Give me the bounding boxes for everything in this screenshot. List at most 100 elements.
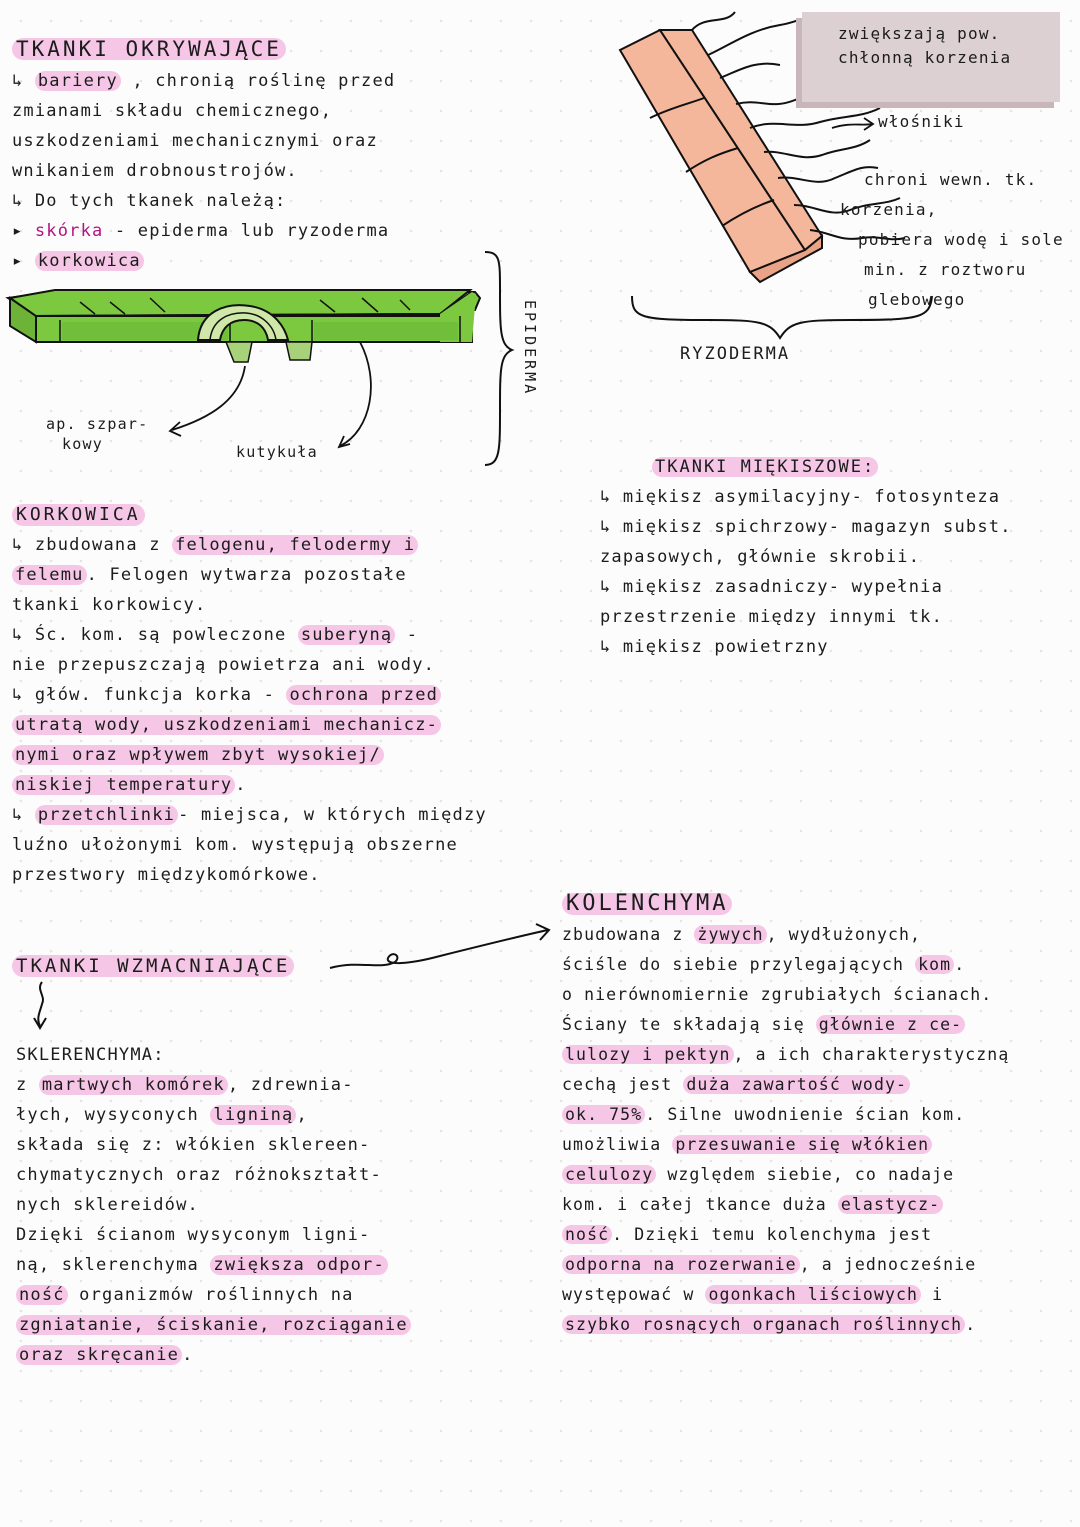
- highlight: lulozy i pektyn: [562, 1045, 734, 1064]
- text-line: łych, wysyconych: [16, 1105, 211, 1125]
- text-line: wnikaniem drobnoustrojów.: [12, 161, 298, 181]
- text-line: kom. i całej tkance duża: [562, 1195, 838, 1214]
- text-line: ↳ Do tych tkanek należą:: [12, 191, 287, 211]
- okrywajace-title: TKANKI OKRYWAJĄCE: [12, 38, 286, 60]
- bullet-icon: ▸: [12, 221, 35, 241]
- desc-line: korzenia,: [840, 200, 938, 219]
- text-line: -: [395, 625, 419, 645]
- text-line: , chronią roślinę przed: [120, 71, 396, 91]
- highlight: żywych: [694, 925, 767, 944]
- desc-line: pobiera wodę i sole: [858, 230, 1064, 249]
- sticky-note: [802, 12, 1060, 102]
- cuticle-label: kutykuła: [236, 443, 318, 461]
- text-line: chymatycznych oraz różnokształt-: [16, 1165, 382, 1185]
- term-korkowica: korkowica: [34, 251, 144, 271]
- highlight: ogonkach liściowych: [705, 1285, 922, 1304]
- kolenchyma-title: KOLENCHYMA: [562, 893, 733, 915]
- text-line: tkanki korkowicy.: [12, 595, 207, 615]
- text-line: ↳ miękisz zasadniczy- wypełnia: [600, 577, 944, 597]
- text-line: składa się z: włókien sklereen-: [16, 1135, 371, 1155]
- text-line: organizmów roślinnych na: [67, 1285, 354, 1305]
- wzmacniajace-title: TKANKI WZMACNIAJĄCE: [12, 955, 295, 977]
- text-line: przestrzenie między innymi tk.: [600, 607, 944, 627]
- epiderma-side-label: EPIDERMA: [521, 300, 539, 397]
- note-line2: chłonną korzenia: [838, 48, 1012, 67]
- kolenchyma-section: KOLENCHYMA zbudowana z żywych, wydłużony…: [562, 890, 1009, 1340]
- text-line: . Dzięki temu kolenchyma jest: [612, 1225, 933, 1244]
- highlight: felogenu, felodermy i: [172, 535, 419, 555]
- highlight: ok. 75%: [562, 1105, 646, 1124]
- bullet-icon: ▸: [12, 251, 35, 271]
- highlight: nymi oraz wpływem zbyt wysokiej/: [12, 745, 384, 765]
- stoma-label-line1: ap. szpar-: [46, 415, 149, 433]
- text-line: i: [921, 1285, 944, 1304]
- text-line: ↳ miękisz spichrzowy- magazyn subst.: [600, 517, 1012, 537]
- arrow-icon: ↳: [12, 71, 35, 91]
- text-line: uszkodzeniami mechanicznymi oraz: [12, 131, 378, 151]
- text-line: umożliwia: [562, 1135, 673, 1154]
- text-line: względem siebie, co nadaje: [656, 1165, 955, 1184]
- text-line: zmianami składu chemicznego,: [12, 101, 333, 121]
- text-line: nych sklereidów.: [16, 1195, 199, 1215]
- text-line: , a jednocześnie: [799, 1255, 977, 1274]
- text-line: z: [16, 1075, 39, 1095]
- text-line: .: [954, 955, 966, 974]
- text-line: zapasowych, głównie skrobii.: [600, 547, 921, 567]
- ryzoderma-description: chroni wewn. tk. korzenia, pobiera wodę …: [840, 165, 1064, 315]
- highlight: przesuwanie się włókien: [672, 1135, 933, 1154]
- highlight: ność: [16, 1285, 68, 1305]
- sklerenchyma-section: SKLERENCHYMA: z martwych komórek, zdrewn…: [16, 1040, 411, 1370]
- text-line: - miejsca, w których między: [178, 805, 487, 825]
- text-line: - epiderma lub ryzoderma: [103, 221, 390, 241]
- highlight: kom: [915, 955, 955, 974]
- wzmacniajace-title-wrap: TKANKI WZMACNIAJĄCE: [12, 952, 295, 982]
- highlight: utratą wody, uszkodzeniami mechanicz-: [12, 715, 442, 735]
- highlight: zgniatanie, ściskanie, rozciąganie: [16, 1315, 411, 1335]
- text-line: luźno ułożonymi kom. występują obszerne: [12, 835, 458, 855]
- desc-line: min. z roztworu: [864, 260, 1027, 279]
- highlight: martwych komórek: [38, 1075, 228, 1095]
- ryzoderma-label: RYZODERMA: [680, 344, 791, 364]
- text-line: .: [182, 1345, 194, 1365]
- text-line: ↳ zbudowana z: [12, 535, 173, 555]
- miekiszowe-section: TKANKI MIĘKISZOWE: ↳ miękisz asymilacyjn…: [600, 452, 1012, 662]
- miekiszowe-title: TKANKI MIĘKISZOWE:: [652, 457, 879, 477]
- stoma-label: ap. szpar- kowy: [46, 414, 148, 454]
- highlight: szybko rosnących organach roślinnych: [562, 1315, 966, 1334]
- connector-arrows: [33, 923, 551, 1030]
- highlight: felemu: [12, 565, 87, 585]
- text-line: ,: [296, 1105, 308, 1125]
- desc-line: glebowego: [868, 290, 966, 309]
- okrywajace-section: TKANKI OKRYWAJĄCE ↳ bariery , chronią ro…: [12, 36, 395, 276]
- epiderma-illustration: [5, 251, 515, 466]
- text-line: . Silne uwodnienie ścian kom.: [645, 1105, 966, 1124]
- highlight: niskiej temperatury: [12, 775, 236, 795]
- highlight: duża zawartość wody-: [683, 1075, 911, 1094]
- highlight: oraz skręcanie: [16, 1345, 183, 1365]
- text-line: ↳ głów. funkcja korka -: [12, 685, 287, 705]
- text-line: ną, sklerenchyma: [16, 1255, 211, 1275]
- highlight: zwiększa odpor-: [210, 1255, 388, 1275]
- text-line: ściśle do siebie przylegających: [562, 955, 916, 974]
- highlight: ligniną: [210, 1105, 297, 1125]
- highlight: odporna na rozerwanie: [562, 1255, 800, 1274]
- text-line: występować w: [562, 1285, 706, 1304]
- sklerenchyma-title: SKLERENCHYMA:: [16, 1045, 165, 1065]
- text-line: ↳ miękisz powietrzny: [600, 637, 829, 657]
- highlight: ochrona przed: [286, 685, 442, 705]
- text-line: , zdrewnia-: [227, 1075, 354, 1095]
- highlight: głównie z ce-: [815, 1015, 966, 1034]
- text-line: Dzięki ścianom wysyconym ligni-: [16, 1225, 371, 1245]
- highlight: ność: [562, 1225, 613, 1244]
- sticky-note-text: zwiększają pow. chłonną korzenia: [838, 22, 1011, 70]
- text-line: przestwory międzykomórkowe.: [12, 865, 321, 885]
- highlight-bariery: bariery: [34, 71, 121, 91]
- text-line: . Felogen wytwarza pozostałe: [86, 565, 407, 585]
- term-skorka: skórka: [34, 221, 104, 241]
- text-line: nie przepuszczają powietrza ani wody.: [12, 655, 436, 675]
- stoma-label-line2: kowy: [62, 435, 103, 453]
- text-line: cechą jest: [562, 1075, 684, 1094]
- highlight: elastycz-: [837, 1195, 944, 1214]
- note-line1: zwiększają pow.: [838, 24, 1001, 43]
- highlight: suberyną: [297, 625, 396, 645]
